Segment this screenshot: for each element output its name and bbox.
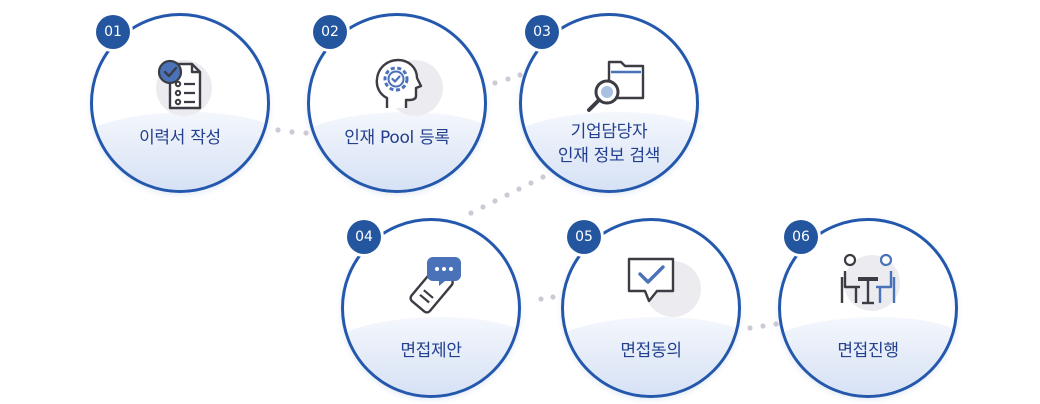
- connector-4-5: [538, 294, 556, 302]
- connector-5-6: [747, 321, 779, 331]
- step-circle: 면접동의: [561, 218, 741, 398]
- step-number-badge: 06: [784, 220, 818, 254]
- step-number-badge: 02: [313, 15, 347, 49]
- step-label: 인재 Pool 등록: [344, 128, 450, 148]
- step-label: 면접제안: [400, 341, 462, 361]
- step-label-line2: 인재 정보 검색: [557, 146, 661, 166]
- step-5: 면접동의 05: [561, 218, 741, 398]
- step-number-badge: 01: [96, 15, 130, 49]
- connector-2-3: [492, 72, 523, 86]
- step-number-badge: 05: [567, 220, 601, 254]
- step-1: 이력서 작성 01: [90, 13, 270, 193]
- step-number-badge: 04: [347, 220, 381, 254]
- step-4: 면접제안 04: [341, 218, 521, 398]
- folder-search-icon: [587, 60, 645, 112]
- step-3: 기업담당자 인재 정보 검색 03: [519, 13, 699, 193]
- step-label: 면접진행: [837, 341, 899, 361]
- step-circle: 기업담당자 인재 정보 검색: [519, 13, 699, 193]
- phone-chat-icon: [409, 257, 461, 314]
- step-2: 인재 Pool 등록 02: [307, 13, 487, 193]
- interview-table-icon: [840, 253, 896, 305]
- step-label: 면접동의: [620, 341, 682, 361]
- head-gear-check-icon: [375, 58, 423, 108]
- step-number-badge: 03: [525, 15, 559, 49]
- step-circle: 면접진행: [778, 218, 958, 398]
- step-label-line1: 기업담당자: [570, 122, 648, 142]
- speech-check-icon: [627, 257, 675, 303]
- step-6: 면접진행 06: [778, 218, 958, 398]
- step-label: 이력서 작성: [139, 128, 221, 148]
- resume-checklist-icon: [157, 59, 202, 110]
- connector-1-2: [275, 127, 309, 136]
